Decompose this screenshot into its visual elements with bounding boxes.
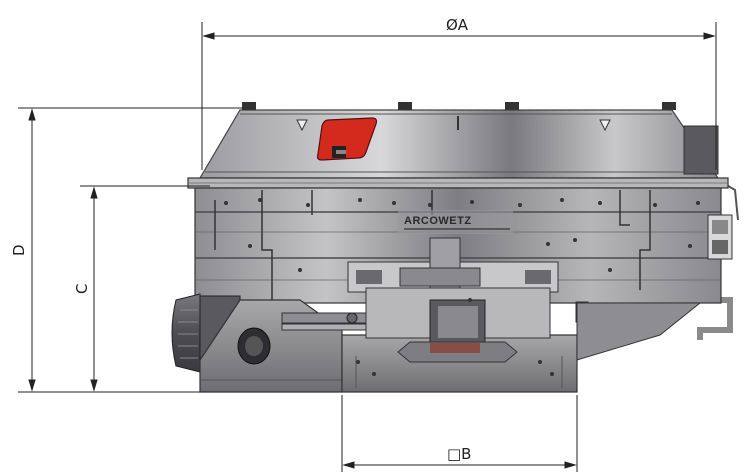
discharge-unit <box>341 287 589 393</box>
dimension-b-label: □B <box>447 445 471 463</box>
central-mechanism <box>347 237 559 293</box>
top-drive-box <box>683 125 719 175</box>
mixer-machine: ARCOWETZ <box>171 102 739 393</box>
drum-brackets <box>214 190 651 300</box>
side-pipe <box>697 297 733 340</box>
lower-cone <box>576 302 702 361</box>
brand-label: ARCOWETZ <box>404 215 472 227</box>
dimension-c <box>80 185 210 393</box>
dimension-b <box>341 395 578 472</box>
dimension-a <box>201 22 717 170</box>
dimension-d <box>18 107 244 393</box>
dimension-d-label: D <box>10 244 28 256</box>
lid-bolts <box>242 102 676 110</box>
dimension-c-label: C <box>73 284 91 294</box>
inspection-hatch <box>316 117 378 161</box>
dimension-a-label: ØA <box>446 16 469 34</box>
brand-plate <box>398 210 513 234</box>
